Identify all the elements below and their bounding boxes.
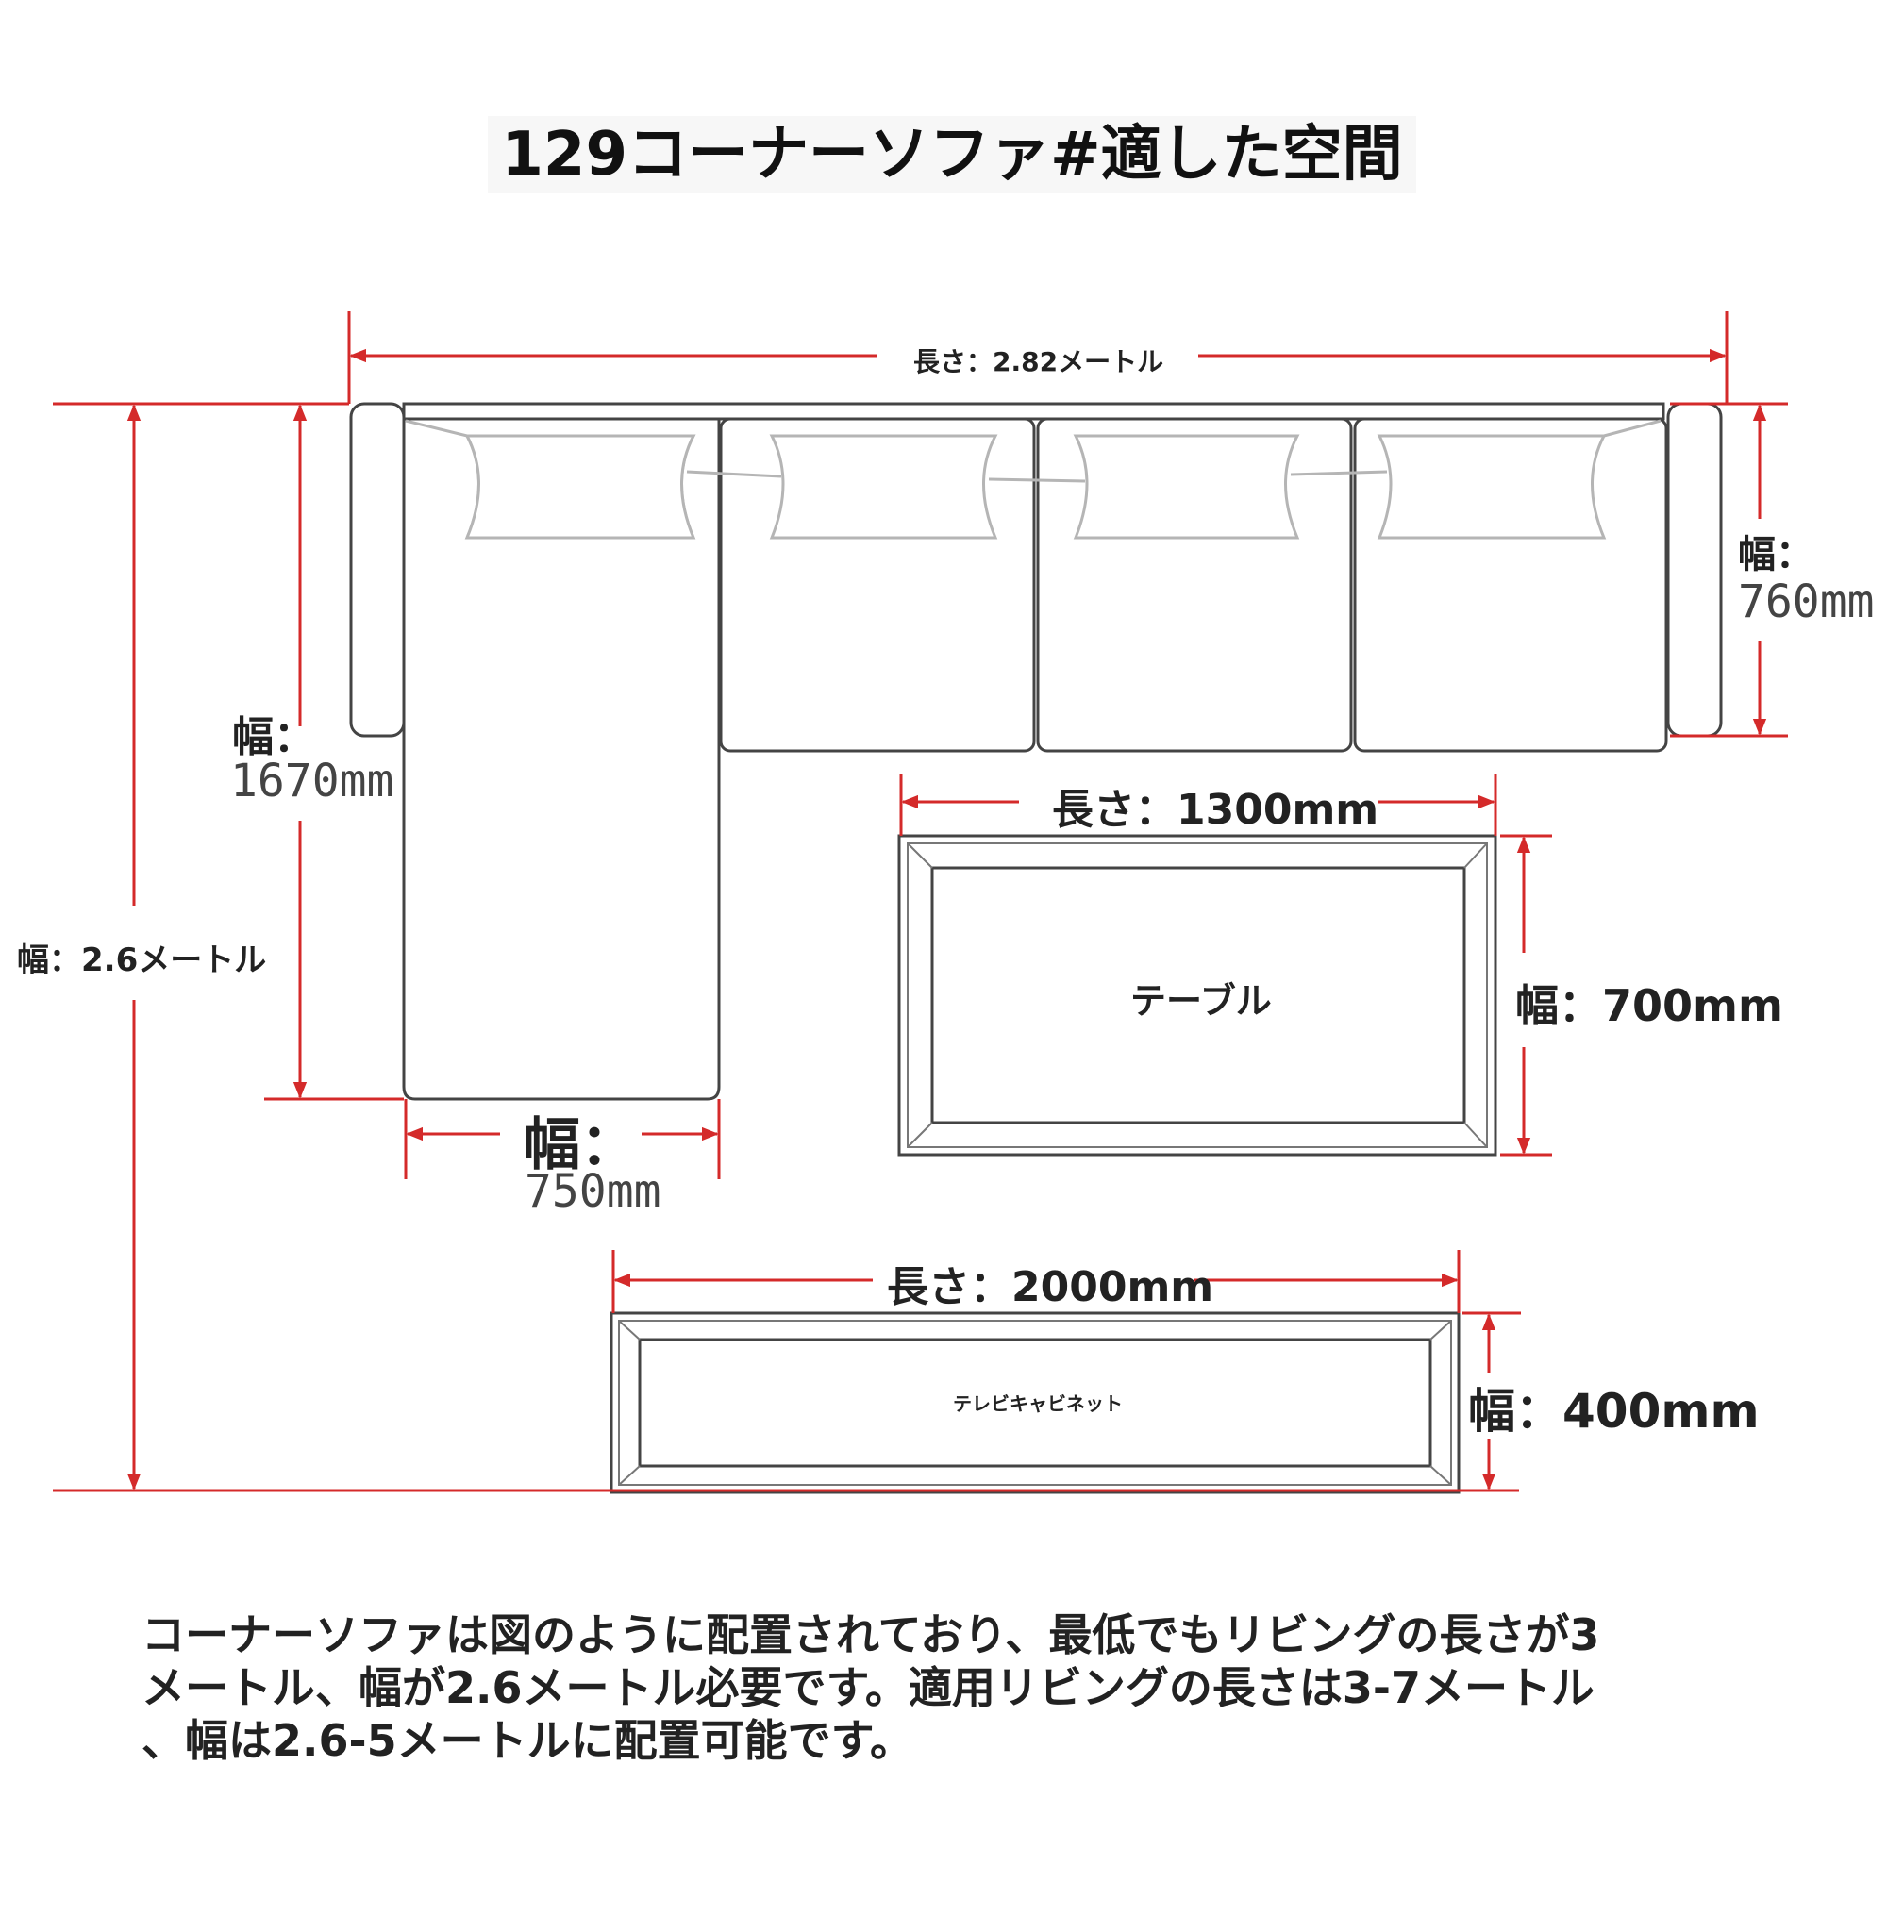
tv-cabinet <box>610 1311 1461 1494</box>
sofa-right-arm <box>1666 402 1723 738</box>
tv-cabinet-name: テレビキャビネット <box>953 1392 1123 1415</box>
table-width-label: 幅：700mm <box>1508 972 1791 1034</box>
sofa-depth-label: 幅： <box>1738 533 1813 576</box>
pillow-1-body <box>464 434 696 540</box>
coffee-table <box>897 834 1497 1157</box>
sofa-length-label: 長さ：2.82メートル <box>906 341 1172 379</box>
description-paragraph: コーナーソファは図のように配置されており、最低でもリビングの長さが3 メートル、… <box>142 1608 1689 1767</box>
page-title: 129コーナーソファ#適した空間 <box>0 106 1904 193</box>
chaise-width-label: 幅： <box>524 1112 637 1178</box>
pillow-connectors <box>686 419 1662 483</box>
sofa-backrest <box>402 402 1665 421</box>
table-name: テーブル <box>1130 980 1272 1022</box>
chaise-length-value: 1670mm <box>230 755 394 808</box>
tv-cabinet-inner <box>638 1338 1432 1468</box>
description-line-3: 、幅は2.6-5メートルに配置可能です。 <box>142 1715 913 1766</box>
pillow-3 <box>1073 434 1300 540</box>
sofa-pillows <box>405 419 1662 540</box>
tv-length-label: 長さ：2000mm <box>887 1263 1214 1311</box>
pillow-2 <box>769 434 998 540</box>
sofa-left-arm <box>349 402 406 738</box>
room-width-label: 幅：2.6メートル <box>17 941 267 979</box>
description-line-1: コーナーソファは図のように配置されており、最低でもリビングの長さが3 <box>142 1609 1600 1660</box>
chaise-width-value: 750mm <box>525 1165 661 1218</box>
tv-cabinet-outer <box>610 1311 1461 1494</box>
sofa-depth-value: 760mm <box>1738 575 1875 628</box>
table-inner <box>930 866 1466 1124</box>
tv-width-label: 幅：400mm <box>1461 1374 1767 1441</box>
table-length-label: 長さ：1300mm <box>1052 786 1379 834</box>
table-outer <box>897 834 1497 1157</box>
pillow-4 <box>1377 434 1607 540</box>
dimension-lines <box>53 311 1788 1492</box>
description-line-2: メートル、幅が2.6メートル必要です。適用リビングの長さは3-7メートル <box>142 1662 1595 1713</box>
chaise-length-label: 幅： <box>232 713 315 761</box>
sofa-chaise-seat <box>402 417 721 1101</box>
